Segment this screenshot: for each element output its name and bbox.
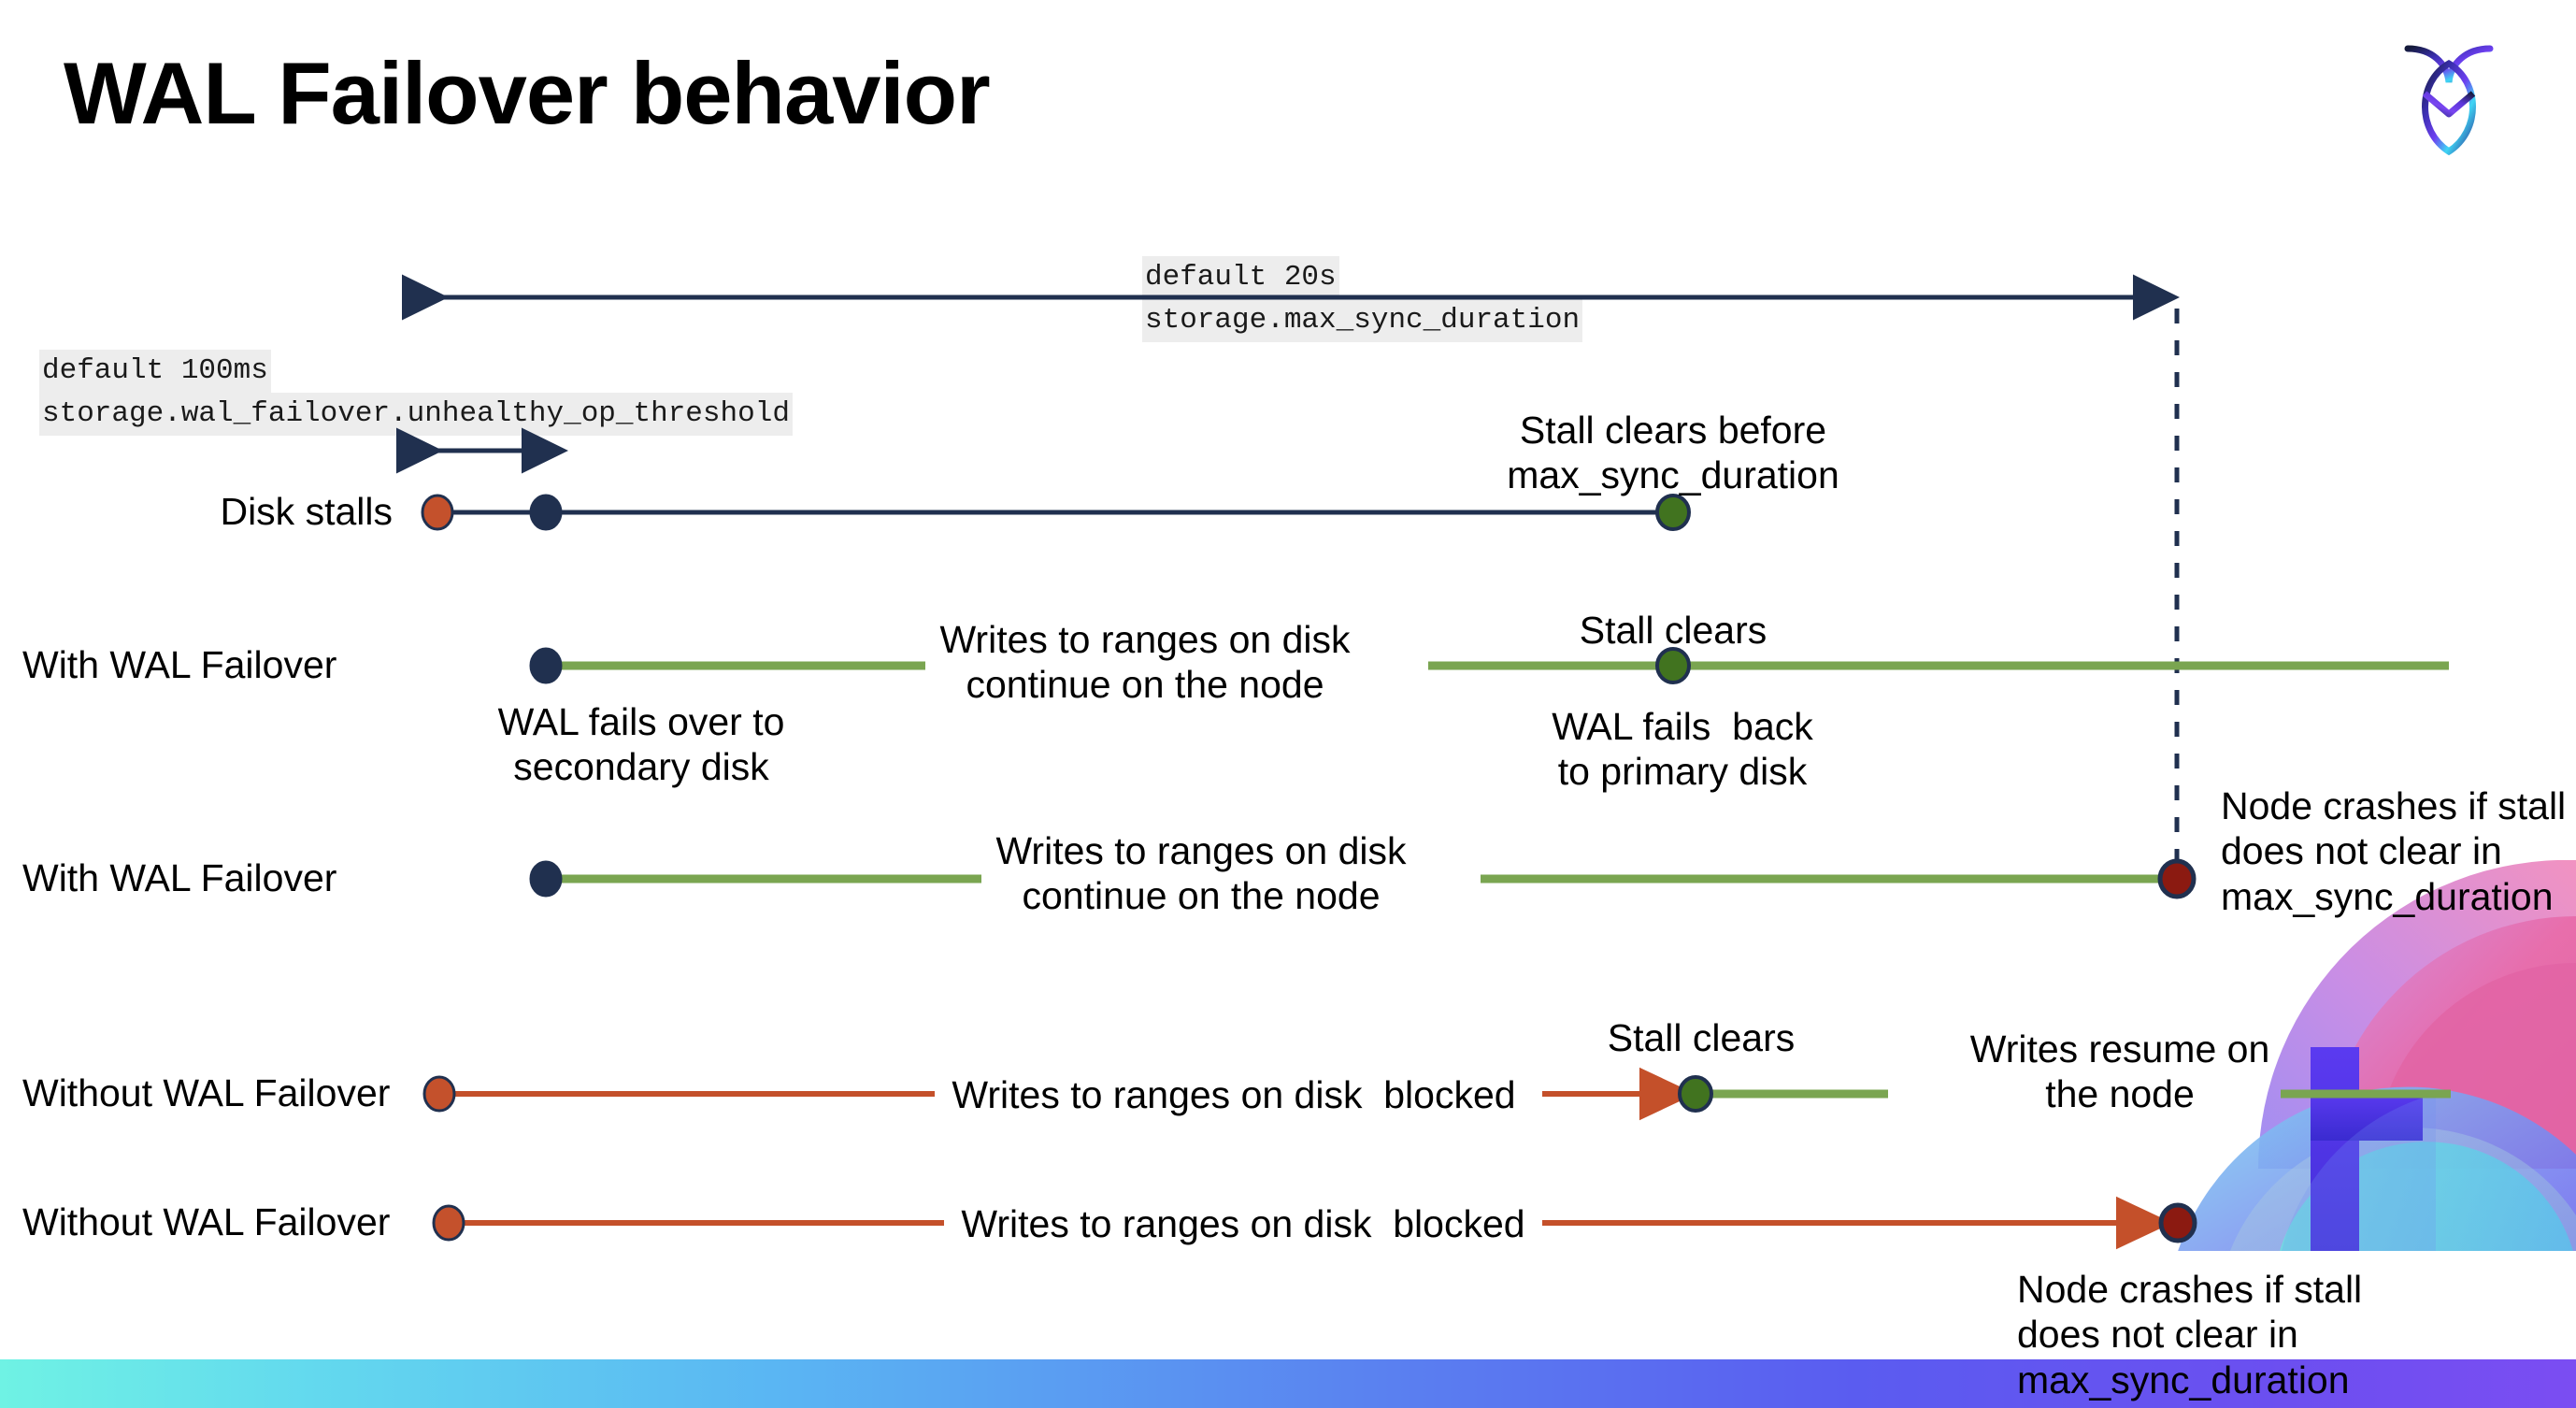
marker-node-crash-dot-1 [2157,858,2197,899]
note-writes-continue-2: Writes to ranges on disk continue on the… [995,829,1407,918]
marker-failover-start-dot-2 [529,860,563,898]
row-label-without-failover-2: Without WAL Failover [22,1200,391,1243]
bottom-gradient-bar [0,1359,2576,1408]
note-stall-clears-before: Stall clears before max_sync_duration [1507,409,1839,497]
row-label-without-failover-1: Without WAL Failover [22,1071,391,1114]
note-writes-blocked-1: Writes to ranges on disk blocked [952,1073,1516,1116]
note-node-crashes-1: Node crashes if stall does not clear in … [2221,784,2567,918]
row-with-failover-1-track [529,647,2449,684]
marker-stall-clears-dot [1655,494,1691,531]
marker-failback-dot [1655,647,1691,684]
row-label-disk-stalls: Disk stalls [220,490,393,533]
note-writes-continue-1: Writes to ranges on disk continue on the… [939,618,1351,707]
marker-threshold-dot [529,494,563,531]
annotation-unhealthy-default: default 100ms [39,350,271,394]
note-stall-clears-1: Stall clears [1579,609,1767,652]
note-writes-blocked-2: Writes to ranges on disk blocked [961,1202,1525,1245]
row-label-with-failover-2: With WAL Failover [22,856,337,899]
marker-stall-start-dot-3 [432,1204,465,1242]
marker-stall-start-dot [421,494,454,531]
note-wal-fails-over: WAL fails over to secondary disk [497,700,785,789]
note-stall-clears-2: Stall clears [1607,1016,1796,1059]
row-disk-stalls-track [421,494,1691,531]
row-label-with-failover-1: With WAL Failover [22,643,337,686]
marker-failover-start-dot [529,647,563,684]
row-with-failover-2-track [529,858,2197,899]
marker-stall-start-dot-2 [422,1075,456,1113]
cockroachdb-logo-icon [2404,45,2494,156]
note-wal-fails-back: WAL fails back to primary disk [1552,705,1813,794]
row-without-failover-2-track [432,1196,2197,1250]
row-without-failover-1-track [422,1067,2451,1121]
note-node-crashes-2: Node crashes if stall does not clear in … [2017,1268,2363,1401]
marker-stall-clears-dot-2 [1678,1075,1713,1113]
page-title: WAL Failover behavior [64,44,991,142]
marker-node-crash-dot-2 [2158,1202,2197,1243]
note-writes-resume: Writes resume on the node [1969,1027,2270,1116]
